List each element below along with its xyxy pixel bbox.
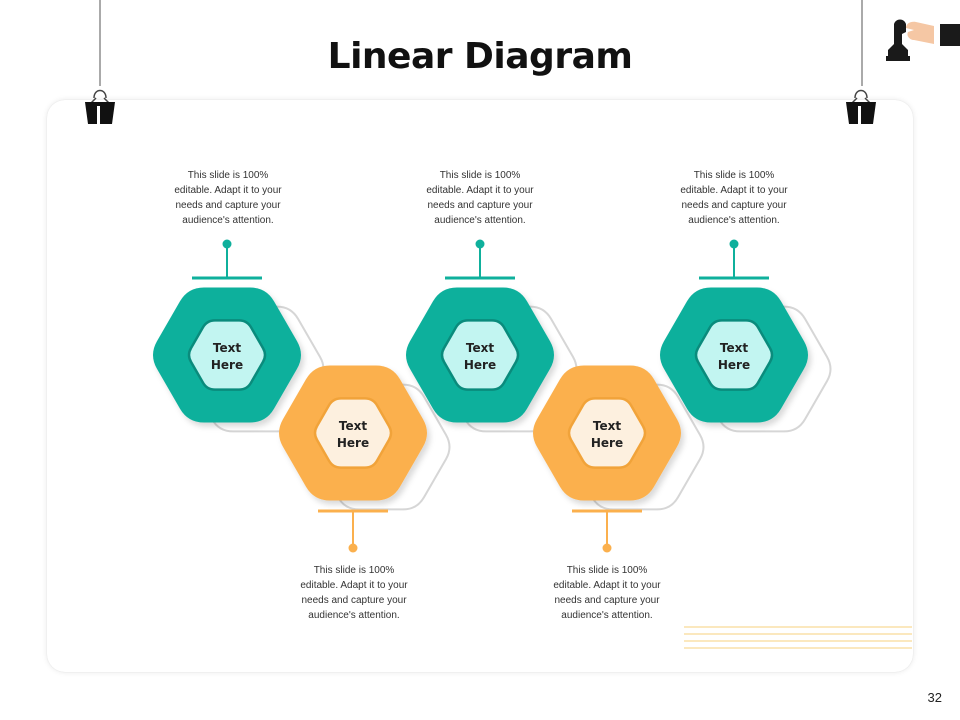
right-clip-icon [846, 89, 876, 124]
step-1-connector-dot [222, 239, 232, 249]
step-3-description: This slide is 100% editable. Adapt it to… [426, 170, 534, 226]
step-1-label-line1: Text [213, 341, 241, 355]
step-5-description: This slide is 100% editable. Adapt it to… [680, 170, 788, 226]
step-3-label-line2: Here [464, 358, 496, 372]
step-4-label-line1: Text [593, 419, 621, 433]
step-2-connector-dot [348, 543, 358, 553]
decorative-stripes [684, 626, 912, 649]
hand-holding-chess-knight-icon [886, 19, 960, 61]
step-2-label-line2: Here [337, 436, 369, 450]
step-5-inner-hexagon [694, 319, 774, 391]
step-3-label-line1: Text [466, 341, 494, 355]
step-2-label-line1: Text [339, 419, 367, 433]
step-5-label-line1: Text [720, 341, 748, 355]
step-1-inner-hexagon [187, 319, 267, 391]
step-2-inner-hexagon [313, 397, 393, 469]
step-1-label-line2: Here [211, 358, 243, 372]
step-4-inner-hexagon [567, 397, 647, 469]
page-number: 32 [927, 690, 942, 705]
step-5-connector-dot [729, 239, 739, 249]
step-5-label-line2: Here [718, 358, 750, 372]
step-1-description: This slide is 100% editable. Adapt it to… [174, 170, 282, 226]
step-3-connector-dot [475, 239, 485, 249]
slide-title: Linear Diagram [327, 36, 633, 77]
step-4-description: This slide is 100% editable. Adapt it to… [553, 565, 661, 621]
step-4-label-line2: Here [591, 436, 623, 450]
left-clip-icon [85, 89, 115, 124]
step-2-description: This slide is 100% editable. Adapt it to… [300, 565, 408, 621]
step-4-connector-dot [602, 543, 612, 553]
step-3-inner-hexagon [440, 319, 520, 391]
